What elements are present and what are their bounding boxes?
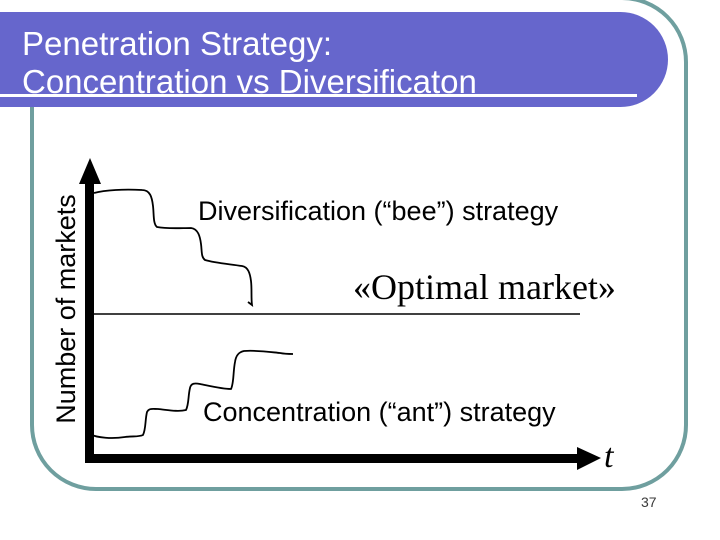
optimal-market-label: «Optimal market»: [353, 267, 616, 307]
page-number: 37: [641, 494, 657, 510]
slide-border: [30, 0, 688, 491]
slide-title-line1: Penetration Strategy:: [22, 25, 333, 62]
slide-title-line2: Concentration vs Diversificaton: [22, 63, 477, 100]
diversification-curve: [93, 188, 254, 308]
concentration-strategy-label: Concentration (“ant”) strategy: [203, 397, 556, 427]
concentration-curve: [88, 349, 294, 439]
x-axis-arrow-icon: [577, 447, 601, 470]
x-axis-line: [85, 454, 579, 463]
title-banner: Penetration Strategy: Concentration vs D…: [0, 12, 668, 107]
slide-title: Penetration Strategy: Concentration vs D…: [22, 25, 477, 101]
diversification-strategy-label: Diversification (“bee”) strategy: [198, 196, 559, 226]
title-underline: [0, 94, 637, 97]
y-axis-arrow-icon: [79, 158, 101, 184]
x-axis-label: t: [604, 438, 614, 475]
y-axis-line: [85, 176, 94, 463]
y-axis-label: Number of markets: [51, 194, 81, 424]
